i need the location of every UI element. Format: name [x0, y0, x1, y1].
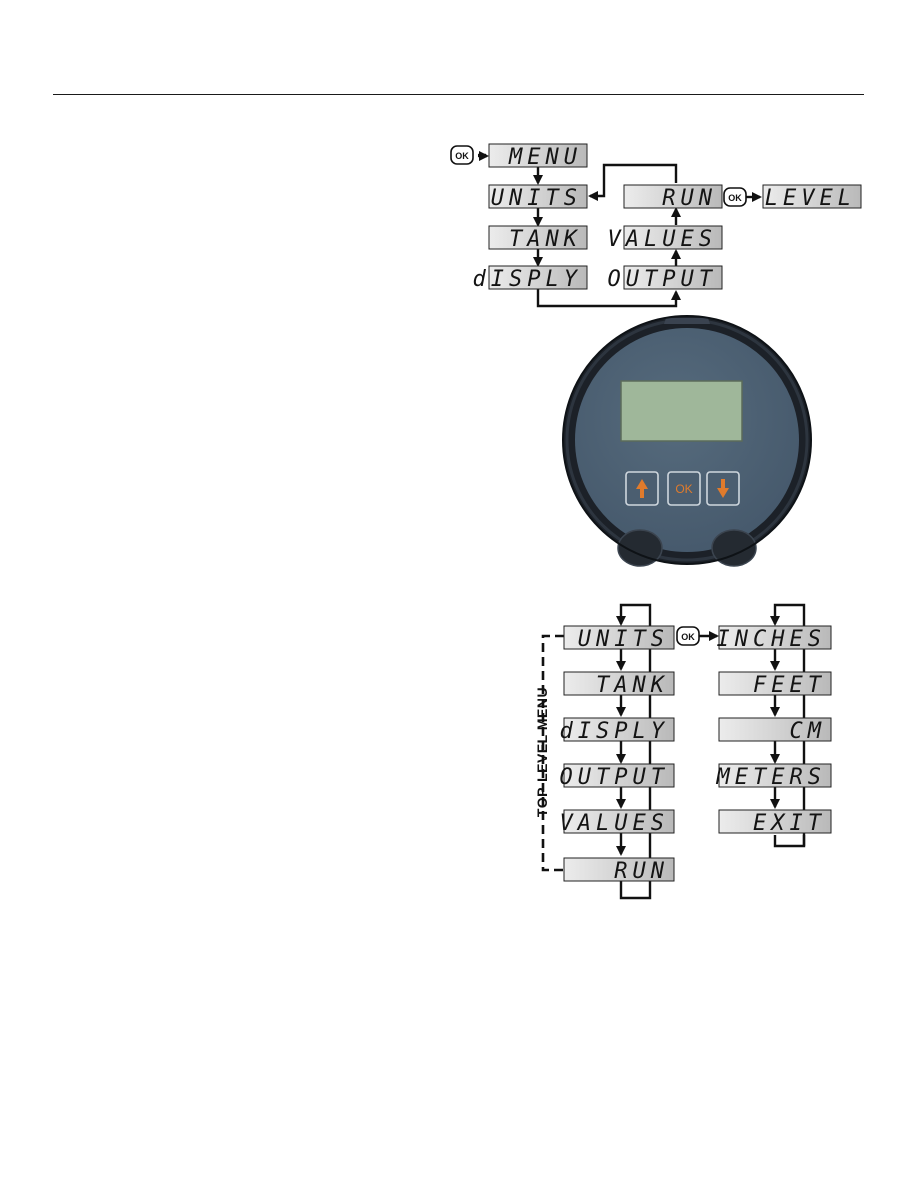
display-tank: TANK — [488, 225, 588, 252]
svg-text:TANK: TANK — [596, 673, 669, 698]
display-run-top: RUN — [563, 857, 675, 884]
ok-key-label: OK — [681, 632, 695, 642]
arrow-run-to-units — [587, 163, 678, 202]
ok-key-menu: OK — [450, 145, 474, 165]
device-lcd — [620, 380, 743, 442]
display-menu-text: MENU — [508, 145, 582, 170]
ok-key-run: OK — [723, 187, 747, 207]
display-exit: EXIT — [718, 809, 832, 836]
device-down-button[interactable] — [706, 471, 740, 506]
device-up-button[interactable] — [625, 471, 659, 506]
up-arrow-icon — [636, 479, 648, 498]
display-menu: MENU — [488, 143, 588, 170]
svg-text:CM: CM — [790, 719, 827, 744]
display-values-top: VALUES — [560, 809, 675, 836]
display-cm: CM — [718, 717, 832, 744]
display-output: OUTPUT — [608, 265, 723, 292]
display-disply-text: dISPLY — [473, 267, 582, 292]
svg-text:OUTPUT: OUTPUT — [560, 765, 669, 790]
top-level-menu-label: TOP-LEVEL MENU — [534, 687, 550, 817]
display-output-top: OUTPUT — [560, 763, 675, 790]
down-arrow-icon — [717, 479, 729, 498]
display-disply: dISPLY — [473, 265, 588, 292]
display-values-text: VALUES — [608, 227, 717, 252]
svg-text:dISPLY: dISPLY — [560, 719, 669, 744]
arrow-disply-to-output — [536, 289, 682, 308]
ok-key-units: OK — [676, 626, 700, 646]
display-disply-top: dISPLY — [560, 717, 675, 744]
display-inches: INCHES — [717, 625, 832, 652]
menu-flow-diagram: OK OK MENU UNITS TANK dISPLY RUN — [450, 143, 862, 308]
device-ok-label: OK — [675, 482, 692, 496]
display-feet: FEET — [718, 671, 832, 698]
display-units-text: UNITS — [491, 186, 582, 211]
header-rule — [53, 94, 864, 95]
svg-text:METERS: METERS — [716, 765, 826, 790]
display-values: VALUES — [608, 225, 723, 252]
display-tank-text: TANK — [509, 227, 582, 252]
display-meters: METERS — [716, 763, 832, 790]
display-level: LEVEL — [762, 184, 862, 211]
display-run: RUN — [623, 184, 723, 211]
display-output-text: OUTPUT — [608, 267, 717, 292]
display-level-text: LEVEL — [765, 186, 856, 211]
units-diagram: TOP-LEVEL MENU OK — [534, 603, 832, 900]
menu-flow-connectors — [478, 150, 763, 308]
device-ok-button[interactable]: OK — [667, 471, 701, 506]
svg-text:INCHES: INCHES — [717, 627, 826, 652]
display-run-text: RUN — [662, 186, 717, 211]
svg-text:EXIT: EXIT — [753, 811, 826, 836]
display-tank-top: TANK — [563, 671, 675, 698]
svg-text:VALUES: VALUES — [560, 811, 669, 836]
device-face: OK — [562, 315, 812, 567]
display-units: UNITS — [488, 184, 588, 211]
display-units-top: UNITS — [563, 625, 675, 652]
svg-text:UNITS: UNITS — [578, 627, 669, 652]
svg-text:RUN: RUN — [614, 859, 669, 884]
ok-key-label: OK — [728, 193, 742, 203]
svg-text:FEET: FEET — [753, 673, 826, 698]
ok-key-label: OK — [455, 151, 469, 161]
